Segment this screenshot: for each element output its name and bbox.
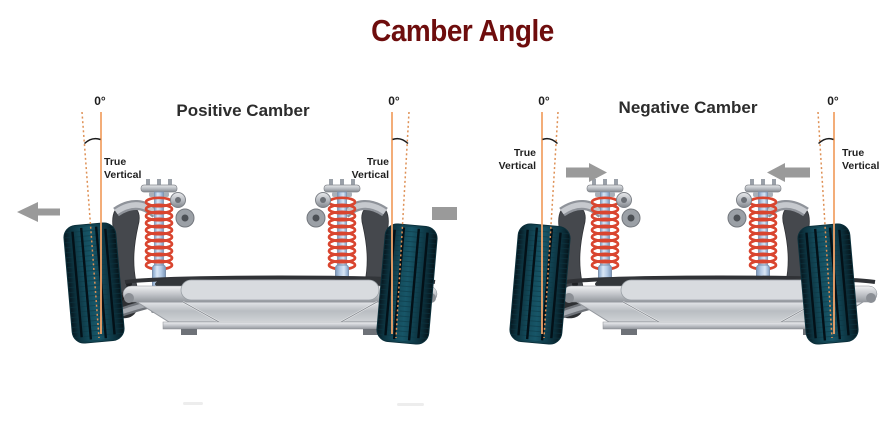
left-wheel-camber-lines [81, 111, 102, 339]
right-wheel-camber-lines [817, 111, 835, 339]
ground-shadow [397, 403, 424, 406]
true-vertical-label: True Vertical [104, 156, 142, 182]
ground-shadow [183, 402, 203, 405]
negative-camber-heading: Negative Camber [618, 98, 758, 117]
positive-camber-diagram [17, 111, 457, 406]
arrow-right-icon [566, 163, 607, 182]
angle-label: 0° [388, 94, 400, 108]
angle-arc-icon [392, 137, 409, 145]
camber-dashed-line [543, 111, 559, 339]
camber-dashed-line [81, 111, 100, 339]
angle-label: 0° [94, 94, 106, 108]
camber-dashed-line [817, 111, 833, 339]
positive-camber-heading: Positive Camber [176, 101, 310, 120]
angle-arc-icon [83, 137, 101, 145]
true-vertical-label: True Vertical [842, 147, 880, 173]
angle-arc-icon [542, 137, 559, 145]
left-tire [507, 221, 573, 347]
right-tire [374, 221, 440, 347]
negative-camber-diagram [507, 111, 879, 347]
arrow-left-icon [17, 202, 60, 222]
arrow-left-icon [767, 163, 810, 182]
arrow-bar-icon [432, 207, 457, 220]
true-vertical-label: True Vertical [351, 156, 389, 182]
angle-arc-icon [817, 137, 834, 145]
angle-label: 0° [538, 94, 550, 108]
right-tire [795, 221, 861, 347]
left-wheel-camber-lines [541, 111, 559, 339]
left-tire [61, 220, 127, 346]
right-wheel-camber-lines [391, 111, 410, 339]
angle-label: 0° [827, 94, 839, 108]
page-title: Camber Angle [371, 13, 554, 48]
true-vertical-label: True Vertical [498, 147, 536, 173]
camber-dashed-line [395, 111, 410, 339]
